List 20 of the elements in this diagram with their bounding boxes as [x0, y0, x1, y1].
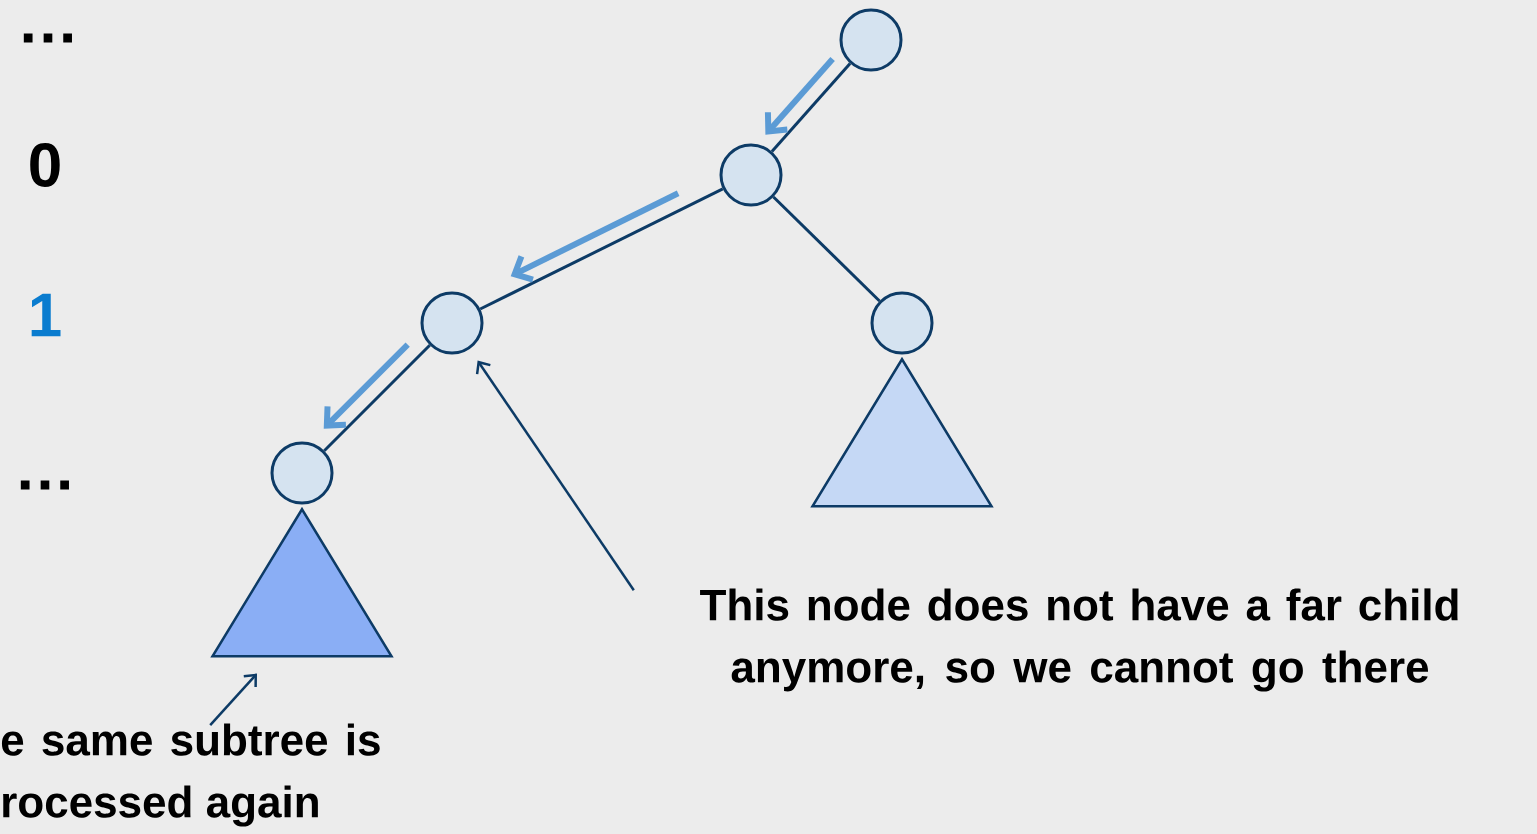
traversal-arrow	[764, 57, 835, 135]
level-label: …	[23, 33, 72, 43]
note-text: e same subtree is rocessed again	[1, 723, 380, 827]
tree-node-circle	[270, 441, 334, 505]
tree-node-circle	[719, 143, 783, 207]
leader-line	[209, 673, 257, 727]
note-text: This node does not have a far child anymore, so we cannot go there	[700, 588, 1458, 692]
tree-edge	[770, 62, 852, 153]
traversal-arrow	[510, 190, 680, 283]
leader-line	[475, 360, 635, 591]
tree-node-circle	[420, 291, 484, 355]
tree-edge	[772, 195, 881, 303]
level-label: 1	[31, 293, 61, 337]
level-label: …	[20, 480, 69, 490]
tree-node-circle	[839, 8, 903, 72]
traversal-arrow	[323, 342, 410, 429]
tree-edge	[479, 187, 724, 311]
level-label: 0	[30, 143, 60, 187]
tree-edge	[323, 344, 431, 452]
tree-node-circle	[870, 291, 934, 355]
